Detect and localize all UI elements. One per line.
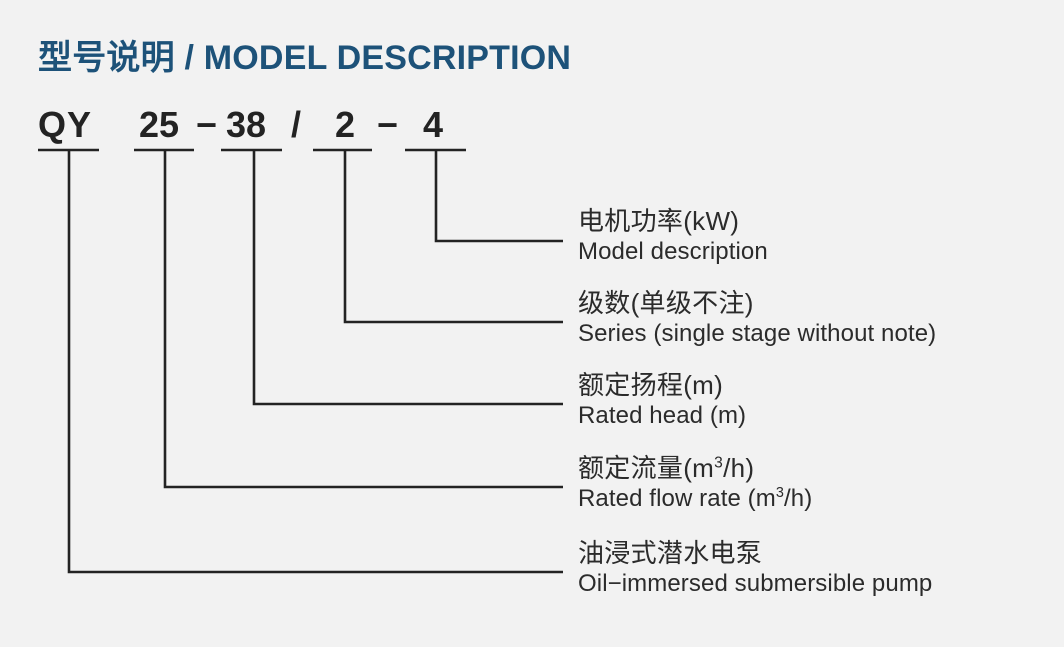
description-item-pump-type: 油浸式潜水电泵 Oil−immersed submersible pump (578, 537, 932, 599)
title-en: MODEL DESCRIPTION (203, 39, 572, 77)
description-item-motor-power: 电机功率(kW) Model description (578, 205, 768, 267)
description-en: Model description (578, 238, 768, 265)
title-separator: / (174, 39, 204, 77)
model-code-flow: 25 (139, 104, 180, 145)
description-cn-pre: 额定流量(m (578, 453, 715, 483)
description-cn-sup: 3 (714, 454, 724, 472)
description-item-rated-flow: 额定流量(m3/h) Rated flow rate (m3/h) (578, 452, 812, 514)
description-cn: 油浸式潜水电泵 (578, 538, 763, 568)
model-code-prefix: QY (38, 104, 93, 145)
description-cn: 额定扬程(m) (578, 370, 724, 400)
leader-line-power (434, 150, 563, 243)
description-cn: 级数(单级不注) (578, 288, 754, 318)
description-en: Oil−immersed submersible pump (578, 570, 933, 597)
description-en: Series (single stage without note) (578, 320, 937, 347)
leader-line-flow (163, 150, 563, 489)
description-en-sup: 3 (775, 485, 784, 501)
leader-line-series (343, 150, 563, 324)
description-en: Rated flow rate (m3/h) (578, 484, 812, 514)
description-cn-post: /h) (723, 453, 755, 483)
description-en: Rated head (m) (578, 402, 747, 429)
description-en-post: /h) (783, 485, 813, 512)
model-code-head: 38 (226, 104, 267, 145)
model-code-power: 4 (423, 104, 444, 145)
description-cn: 额定流量(m3/h) (578, 452, 812, 484)
leader-line-prefix (67, 150, 563, 574)
model-code-dash-1: − (196, 104, 218, 145)
page-title: 型号说明 / MODEL DESCRIPTION (38, 36, 571, 80)
description-item-rated-head: 额定扬程(m) Rated head (m) (578, 369, 746, 431)
model-code-series: 2 (335, 104, 356, 145)
description-item-series: 级数(单级不注) Series (single stage without no… (578, 287, 936, 349)
description-en-pre: Rated flow rate (m (578, 485, 776, 512)
title-cn: 型号说明 (38, 39, 175, 77)
model-code-dash-2: − (377, 104, 399, 145)
leader-line-head (252, 150, 563, 406)
description-cn: 电机功率(kW) (578, 206, 740, 236)
model-code-slash: / (291, 104, 302, 145)
